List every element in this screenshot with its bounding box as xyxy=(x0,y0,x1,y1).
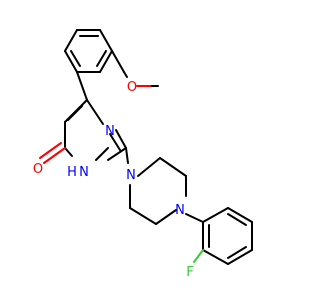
bond-n-to-aryl xyxy=(185,213,204,223)
bond-pip-5 xyxy=(129,207,157,225)
ether-oxygen-label: O xyxy=(127,80,137,95)
bond-pyr-to-piperazine xyxy=(125,147,129,164)
bond-pip-2 xyxy=(159,157,187,177)
bond-ring-b-1 xyxy=(202,207,229,223)
bond-ring-a-6 xyxy=(99,29,113,52)
bond-pyr-1-double xyxy=(67,105,83,121)
pyrimidinone-ring: O N N H xyxy=(33,99,127,180)
bond-ring-b-5 xyxy=(202,249,229,265)
molecule-diagram: O O N N H xyxy=(33,29,253,280)
bond-ring-to-o xyxy=(111,50,125,73)
bond-ring-a-3 xyxy=(64,50,78,73)
bond-pyr-3 xyxy=(64,147,73,157)
bond-ring-a-inner-2 xyxy=(70,50,81,67)
piperazine-n4-label: N xyxy=(175,203,185,218)
methoxyphenyl-ring xyxy=(64,29,113,73)
bond-ring-b-inner-1 xyxy=(227,213,247,226)
ketone-oxygen-label: O xyxy=(33,162,43,177)
nh-nitrogen-label: N xyxy=(79,165,89,180)
bond-pip-1 xyxy=(137,157,161,177)
bond-ring-b-2 xyxy=(227,207,253,223)
pyrimidine-n3-label: N xyxy=(105,124,115,139)
bond-carbonyl xyxy=(43,147,66,164)
bond-pyr-7 xyxy=(107,147,127,161)
bond-pyr-4 xyxy=(95,147,109,161)
bond-ring-a-2 xyxy=(64,29,78,52)
piperazine-ring: N N xyxy=(126,157,187,225)
bond-c-to-f xyxy=(193,249,204,263)
bond-aryl-to-pyrimidine xyxy=(76,71,88,101)
bond-carbonyl-double xyxy=(39,142,62,159)
bond-pip-6 xyxy=(155,209,177,225)
nh-hydrogen-label: H xyxy=(67,165,77,180)
bond-ring-a-5 xyxy=(99,50,113,73)
methoxy-group: O xyxy=(111,50,159,95)
bond-pyr-6 xyxy=(115,129,127,149)
bond-ring-b-4 xyxy=(227,249,253,265)
fluorine-label: F xyxy=(186,265,193,280)
bond-ring-b-inner-2 xyxy=(227,246,247,259)
bond-pyr-5 xyxy=(86,99,104,125)
bond-pyr-6-double xyxy=(109,133,121,151)
bond-ring-a-inner-3 xyxy=(96,50,107,67)
bond-o-stub xyxy=(123,71,128,78)
fluorophenyl-ring: F xyxy=(186,207,253,280)
piperazine-n1-label: N xyxy=(126,168,136,183)
structure-svg: O O N N H xyxy=(33,29,253,280)
